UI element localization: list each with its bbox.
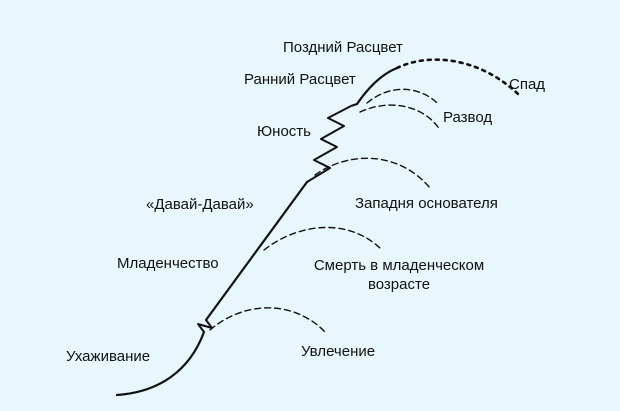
outcome-label-divorce: Развод — [443, 109, 493, 126]
outcome-label-infant-mortality: Смерть в младенческом возрасте — [300, 256, 498, 294]
divorce-branch-upper — [366, 88, 439, 105]
founder-trap-branch — [314, 157, 431, 189]
outcome-label-affair: Увлечение — [301, 343, 376, 360]
outcome-label-founder-trap: Западня основателя — [355, 195, 498, 212]
growth-curve-prime — [355, 66, 399, 106]
stage-label-late-prime: Поздний Расцвет — [283, 39, 403, 56]
infant-mortality-line2: возрасте — [367, 276, 431, 293]
outcome-label-decline: Спад — [509, 76, 546, 93]
divorce-branch-lower — [359, 104, 441, 131]
zigzag-adolescence — [306, 103, 358, 183]
growth-curve-courtship — [115, 330, 206, 397]
infant-mortality-branch — [263, 226, 383, 251]
stage-label-infancy: Младенчество — [117, 255, 219, 272]
zigzag-courtship — [197, 319, 213, 333]
stage-label-go-go: «Давай-Давай» — [146, 196, 254, 213]
infant-mortality-line1: Смерть в младенческом — [313, 257, 485, 274]
affair-branch — [209, 307, 327, 334]
growth-curve-main — [204, 180, 309, 322]
stage-label-early-prime: Ранний Расцвет — [244, 71, 356, 88]
decline-curve — [395, 58, 520, 96]
stage-label-adolescence: Юность — [257, 123, 311, 140]
stage-label-courtship: Ухаживание — [66, 348, 151, 365]
